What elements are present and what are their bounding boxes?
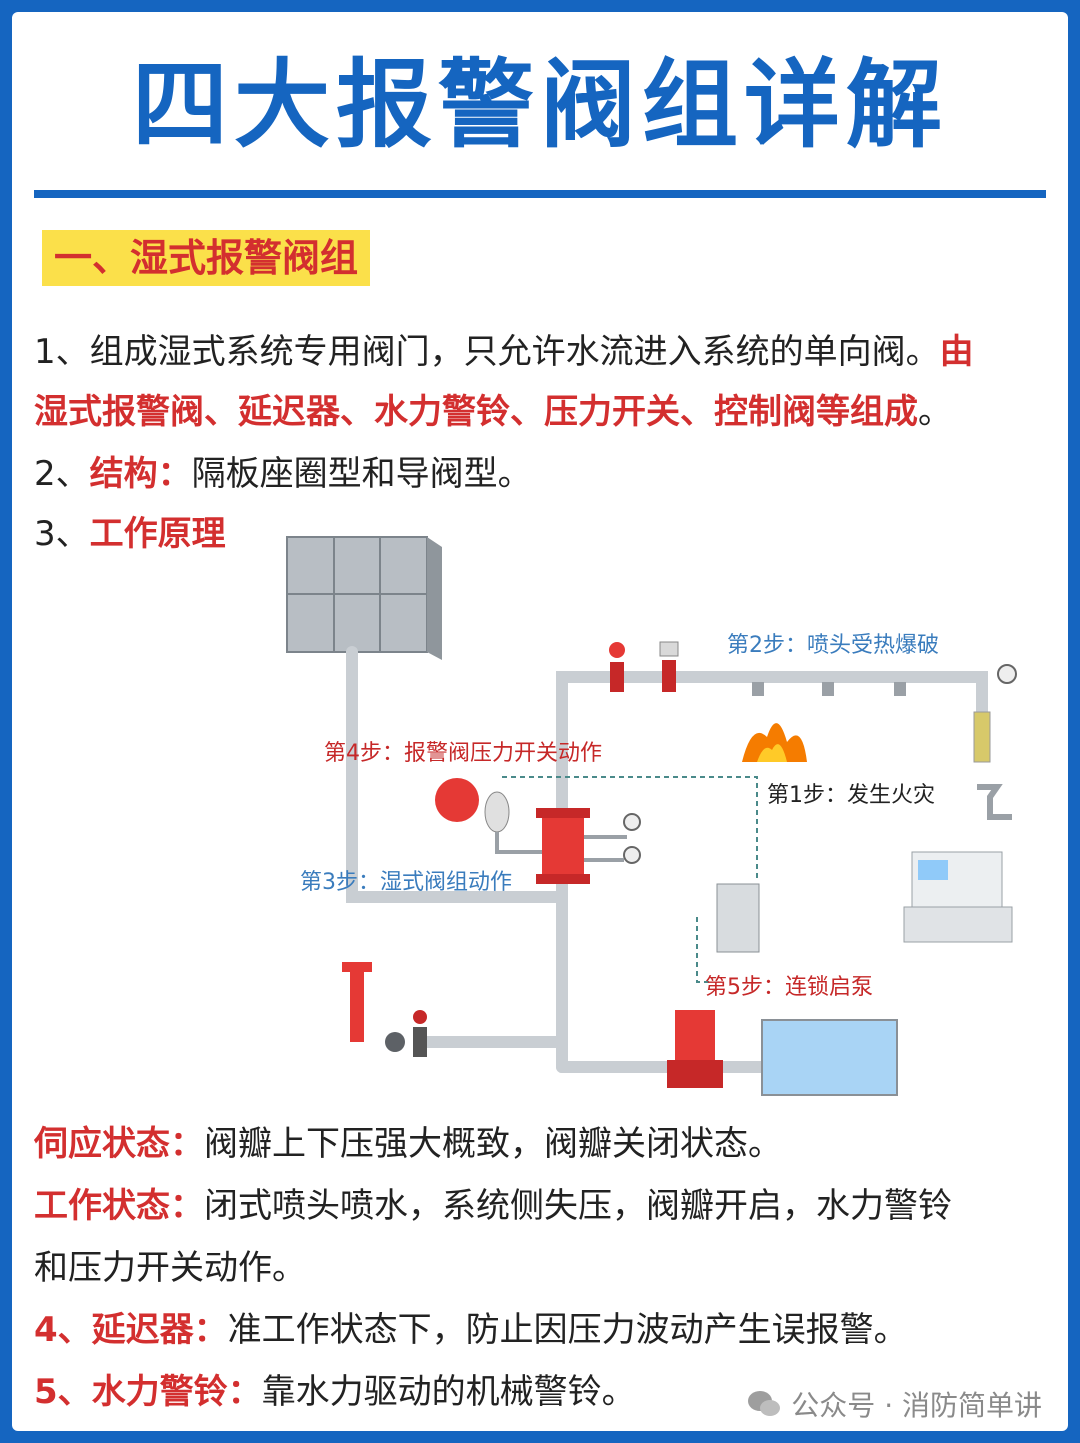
working-state-line-1: 工作状态：闭式喷头喷水，系统侧失压，阀瓣开启，水力警铃 (34, 1184, 952, 1228)
wechat-icon (748, 1391, 781, 1416)
water-gong-icon (435, 778, 479, 822)
item-4-text: 准工作状态下，防止因压力波动产生误报警。 (227, 1310, 908, 1350)
step-1-label: 第1步：发生火灾 (767, 783, 935, 808)
wet-alarm-valve-diagram: 第2步：喷头受热爆破 第1步：发生火灾 第4步：报警阀压力开关动作 第3步：湿式… (286, 536, 1017, 1096)
watermark: 公众号 · 消防简单讲 (747, 1384, 1042, 1424)
p3-num: 3、 (34, 514, 90, 554)
p1-red-start: 由 (939, 332, 974, 372)
flow-switch-icon (659, 641, 679, 657)
test-drain-icon (977, 784, 1012, 820)
retard-chamber-icon (484, 791, 510, 833)
p1-end: 。 (918, 392, 952, 432)
water-pool-icon (761, 1019, 898, 1096)
p1-text: 1、组成湿式系统专用阀门，只允许水流进入系统的单向阀。 (34, 332, 940, 372)
step-5-label: 第5步：连锁启泵 (705, 975, 873, 1000)
step-4-label: 第4步：报警阀压力开关动作 (324, 741, 602, 766)
p2-num: 2、 (34, 454, 90, 494)
item-5-label: 5、水力警铃： (34, 1372, 262, 1412)
title-divider (34, 190, 1046, 198)
p2-label: 结构： (89, 454, 192, 494)
water-tank-icon (286, 536, 442, 660)
control-valve-icon (609, 642, 625, 658)
signal-lines (502, 776, 758, 983)
pump-control-cabinet-icon (716, 883, 760, 953)
alarm-valve-icon (542, 812, 584, 880)
fire-icon (742, 723, 807, 762)
p2-text: 隔板座圈型和导阀型。 (191, 454, 532, 494)
page-card: 四大报警阀组详解 一、湿式报警阀组 1、组成湿式系统专用阀门，只允许水流进入系统… (12, 12, 1068, 1431)
standby-state: 伺应状态：阀瓣上下压强大概致，阀瓣关闭状态。 (34, 1122, 782, 1166)
p1-components: 湿式报警阀、延迟器、水力警铃、压力开关、控制阀等组成 (34, 392, 918, 432)
pipe-network (346, 646, 988, 1073)
working-label: 工作状态： (34, 1186, 204, 1226)
paragraph-1-line-1: 1、组成湿式系统专用阀门，只允许水流进入系统的单向阀。由 (34, 330, 974, 374)
fire-pump-icon (667, 1010, 723, 1088)
p3-label: 工作原理 (89, 514, 226, 554)
item-4: 4、延迟器：准工作状态下，防止因压力波动产生误报警。 (34, 1308, 908, 1352)
paragraph-1-line-2: 湿式报警阀、延迟器、水力警铃、压力开关、控制阀等组成。 (34, 390, 952, 434)
working-text-1: 闭式喷头喷水，系统侧失压，阀瓣开启，水力警铃 (204, 1186, 952, 1226)
paragraph-2: 2、结构：隔板座圈型和导阀型。 (34, 452, 532, 496)
working-state-line-2: 和压力开关动作。 (34, 1248, 306, 1288)
item-5-text: 靠水力驱动的机械警铃。 (261, 1372, 636, 1412)
standby-text: 阀瓣上下压强大概致，阀瓣关闭状态。 (204, 1124, 782, 1164)
pressure-gauge-icon (997, 664, 1017, 684)
fire-department-connection-icon (342, 962, 427, 1057)
step-3-label: 第3步：湿式阀组动作 (300, 870, 512, 895)
paragraph-3: 3、工作原理 (34, 512, 226, 556)
page-title: 四大报警阀组详解 (132, 49, 948, 161)
item-5: 5、水力警铃：靠水力驱动的机械警铃。 (34, 1370, 636, 1414)
standby-label: 伺应状态： (34, 1124, 204, 1164)
step-2-label: 第2步：喷头受热爆破 (727, 633, 939, 658)
watermark-text: 公众号 · 消防简单讲 (791, 1389, 1042, 1422)
section-heading: 一、湿式报警阀组 (42, 230, 371, 286)
fire-alarm-panel-icon (903, 851, 1013, 943)
item-4-label: 4、延迟器： (34, 1310, 228, 1350)
sprinkler-heads (752, 682, 906, 696)
